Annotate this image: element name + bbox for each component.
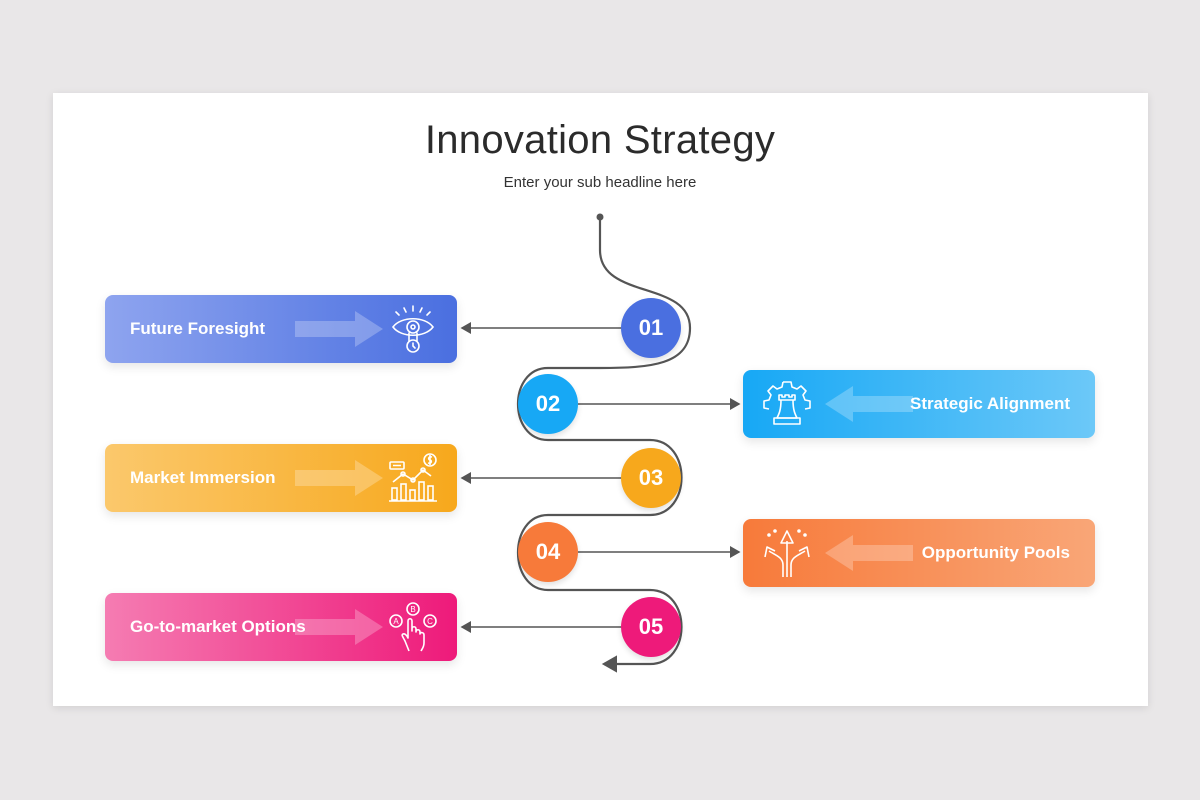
page-title: Innovation Strategy [424,118,776,162]
step-number-01: 01 [621,298,681,358]
card-arrow-decoration [295,460,383,496]
step-card-go-to-market-options: Go-to-market Options B A C [105,593,457,661]
step-number-05: 05 [621,597,681,657]
step-card-strategic-alignment: Strategic Alignment [743,370,1095,438]
step-number-04: 04 [518,522,578,582]
svg-text:B: B [410,605,415,614]
svg-text:C: C [427,617,433,626]
serpentine-line [517,217,692,673]
chart-dollar-icon [389,453,437,502]
card-arrow-decoration [295,311,383,347]
step-number-02: 02 [518,374,578,434]
step-label: Strategic Alignment [910,394,1070,413]
card-arrow-decoration [825,535,913,571]
step-label: Market Immersion [130,468,276,487]
step-label: Future Foresight [130,319,266,338]
card-arrow-decoration [825,386,913,422]
step-number-03: 03 [621,448,681,508]
gear-chess-icon [763,381,811,425]
card-arrow-decoration [295,609,383,645]
svg-text:A: A [393,617,399,626]
page-subtitle: Enter your sub headline here [503,174,697,191]
choice-hand-icon: B A C [389,602,437,652]
step-card-opportunity-pools: Opportunity Pools [743,519,1095,587]
step-label: Go-to-market Options [130,617,306,636]
split-arrows-icon [764,529,810,577]
step-card-market-immersion: Market Immersion [105,444,457,512]
step-label: Opportunity Pools [921,543,1070,562]
eye-icon [392,305,434,353]
step-card-future-foresight: Future Foresight [105,295,457,363]
